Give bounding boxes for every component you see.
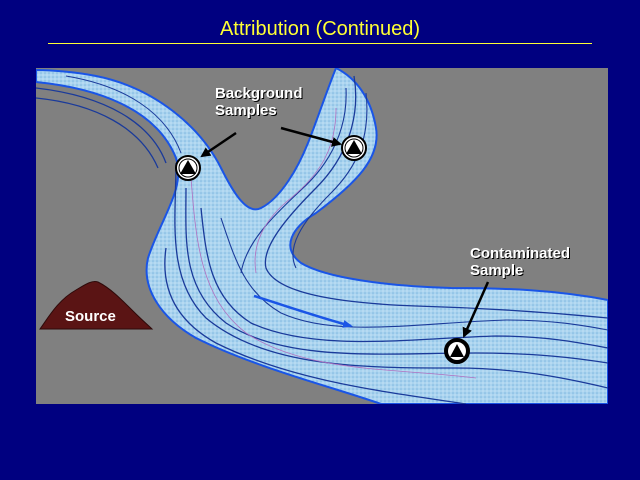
river bbox=[36, 68, 608, 404]
flow-line bbox=[220, 217, 608, 331]
flow-line-faint bbox=[190, 177, 477, 379]
contaminated-sample-marker bbox=[444, 338, 470, 364]
background-samples-label: Background Samples bbox=[215, 85, 303, 119]
flow-line bbox=[185, 187, 608, 364]
flow-line bbox=[36, 87, 167, 164]
slide-title: Attribution (Continued) bbox=[219, 18, 421, 40]
pointer-arrow bbox=[280, 126, 342, 147]
flow-line bbox=[164, 247, 467, 404]
flow-line bbox=[264, 75, 608, 319]
background-sample-marker-left bbox=[175, 155, 201, 181]
triangle-icon bbox=[346, 140, 362, 154]
triangle-icon bbox=[450, 344, 464, 357]
flow-direction-arrow bbox=[253, 294, 353, 328]
triangle-icon bbox=[180, 160, 196, 174]
pointer-arrow bbox=[462, 281, 490, 338]
contaminated-sample-label: Contaminated Sample bbox=[470, 245, 571, 279]
pointer-arrow bbox=[200, 131, 237, 158]
flow-line bbox=[200, 207, 608, 349]
source-mound bbox=[39, 281, 154, 330]
flow-line bbox=[292, 92, 368, 269]
river-diagram-svg bbox=[36, 68, 608, 404]
background-sample-marker-right bbox=[341, 135, 367, 161]
flow-line bbox=[36, 97, 159, 169]
title-underline bbox=[48, 43, 592, 44]
source-label: Source bbox=[65, 308, 116, 325]
flow-line bbox=[65, 75, 182, 154]
river-diagram: Background Samples Contaminated Sample S… bbox=[36, 68, 608, 404]
flow-line bbox=[240, 87, 347, 274]
flow-line bbox=[174, 162, 608, 389]
